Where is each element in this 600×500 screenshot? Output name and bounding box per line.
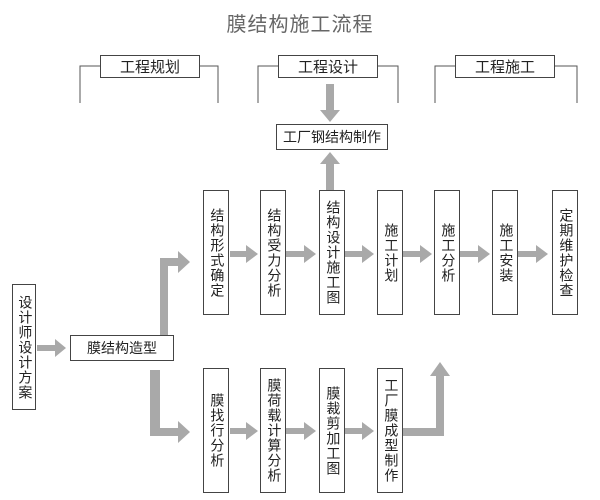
upper-step-5: 施工分析 [434,190,460,315]
arrow-l2 [286,422,316,440]
lower-step-4: 工厂膜成型制作 [377,368,403,493]
phase-construction: 工程施工 [455,55,555,78]
arrow-design-to-steel [320,84,340,122]
arrow-l3 [345,422,374,440]
upper-step-6: 施工安装 [492,190,518,315]
arrow-u1 [230,245,258,263]
arrow-model-down [150,370,190,443]
upper-step-3: 结构设计施工图 [319,190,345,315]
arrow-struct-to-steel [320,152,340,190]
lower-step-2: 膜荷载计算分析 [260,368,286,493]
arrow-model-up [150,251,190,336]
designer-plan-box: 设计师设计方案 [12,284,36,410]
arrow-l1 [230,422,258,440]
arrow-u3 [345,245,374,263]
upper-step-7: 定期维护检查 [552,190,578,315]
upper-step-2: 结构受力分析 [260,190,286,315]
membrane-modeling-box: 膜结构造型 [70,335,174,361]
arrow-u5 [460,245,490,263]
arrow-start-to-model [37,339,66,357]
upper-step-1: 结构形式确定 [203,190,229,315]
factory-steel-box: 工厂钢结构制作 [276,124,388,150]
upper-step-4: 施工计划 [377,190,403,315]
arrow-u4 [403,245,432,263]
arrow-u2 [286,245,316,263]
phase-design: 工程设计 [278,55,378,78]
lower-step-3: 膜裁剪加工图 [319,368,345,493]
diagram-title: 膜结构施工流程 [226,12,374,36]
arrows [37,84,548,443]
arrow-membrane-to-construction [403,362,450,436]
arrow-u6 [518,245,548,263]
phase-planning: 工程规划 [100,55,200,78]
lower-step-1: 膜找行分析 [203,368,229,493]
